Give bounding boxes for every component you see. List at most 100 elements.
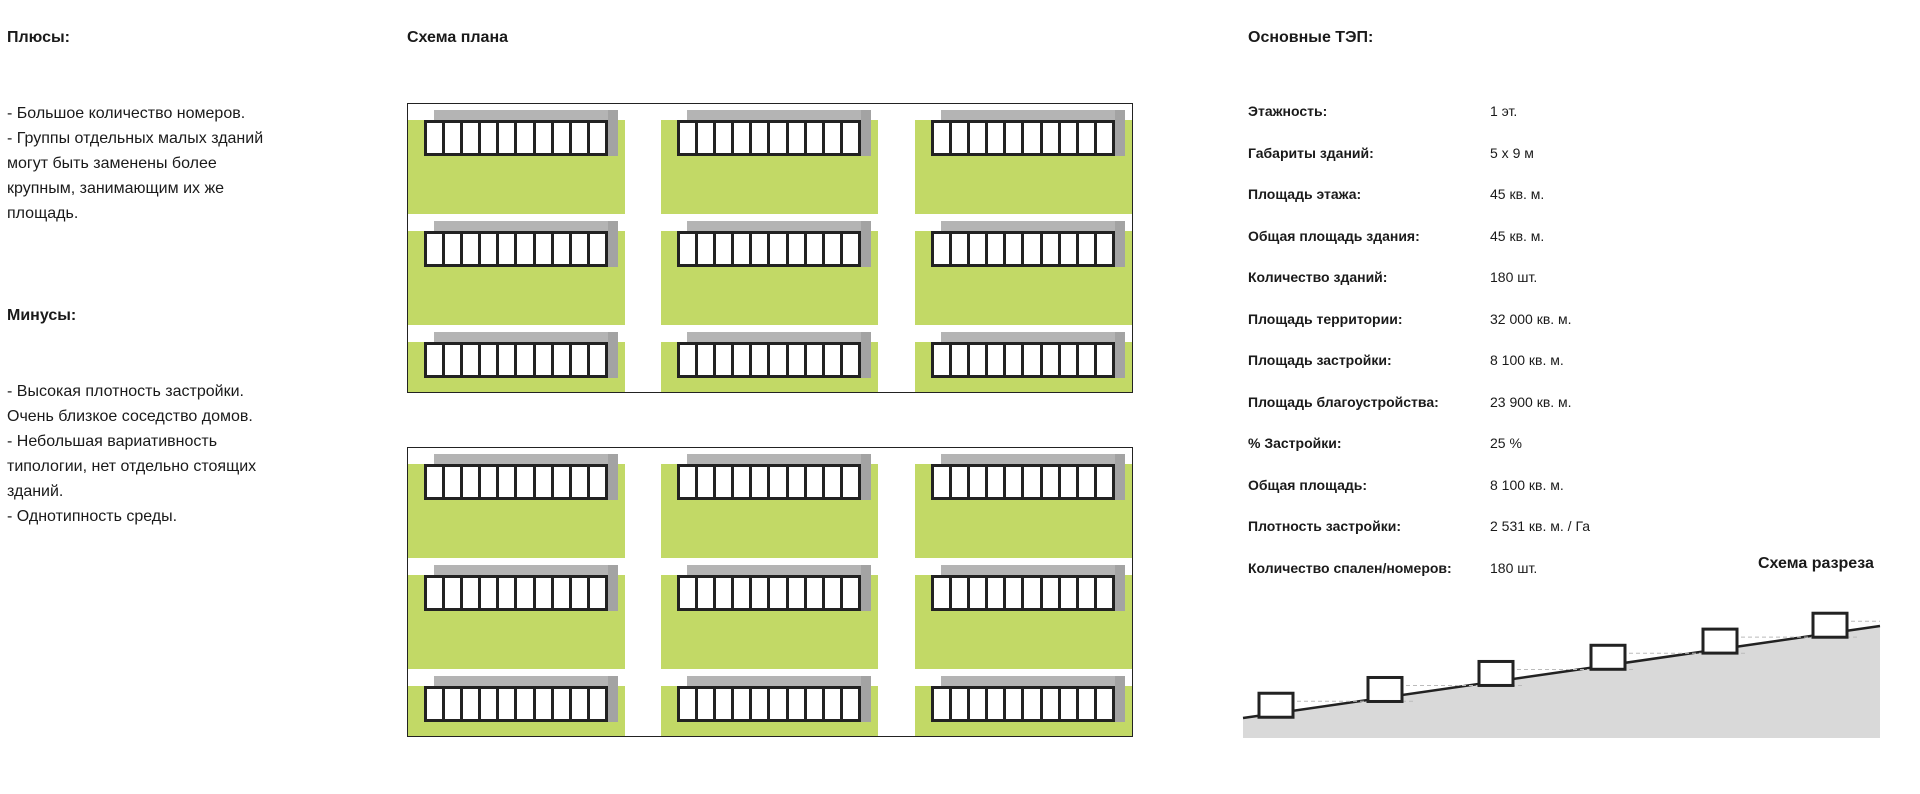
section-house	[1589, 643, 1627, 671]
pros-item: - Группы отдельных малых зданий могут бы…	[7, 130, 264, 222]
section-house	[1257, 691, 1295, 719]
house-unit	[807, 123, 825, 153]
house-unit	[843, 345, 858, 375]
house-unit	[770, 467, 789, 497]
house-body	[677, 231, 861, 267]
cons-item: - Высокая плотность застройки. Очень бли…	[7, 383, 253, 425]
house-unit	[1024, 578, 1043, 608]
house-unit	[554, 689, 572, 719]
house-unit	[770, 234, 789, 264]
house-unit	[427, 578, 446, 608]
house-unit	[1006, 689, 1025, 719]
cons-item: - Однотипность среды.	[7, 508, 178, 525]
house-unit	[445, 123, 464, 153]
house-unit	[463, 578, 482, 608]
house-shadow-side	[861, 565, 871, 611]
house-unit	[1006, 123, 1025, 153]
house-unit	[536, 689, 554, 719]
house-unit	[554, 234, 572, 264]
house-unit	[680, 345, 699, 375]
tep-row: Габариты зданий:5 х 9 м	[1248, 145, 1728, 163]
house-unit	[970, 689, 989, 719]
house-unit	[1079, 123, 1097, 153]
house-unit	[825, 123, 843, 153]
house-unit	[554, 345, 572, 375]
house-body	[424, 464, 608, 500]
house-unit	[934, 578, 953, 608]
house-body	[424, 342, 608, 378]
house-unit	[698, 345, 717, 375]
house-unit	[952, 123, 971, 153]
tep-label: Площадь территории:	[1248, 310, 1403, 327]
house-unit	[698, 467, 717, 497]
house-shadow-side	[861, 454, 871, 500]
house-unit	[1024, 123, 1043, 153]
tep-row: Количество спален/номеров:180 шт.	[1248, 560, 1728, 578]
house-body	[424, 231, 608, 267]
house-unit	[789, 578, 807, 608]
house-unit	[843, 123, 858, 153]
house-unit	[807, 467, 825, 497]
house-body	[931, 342, 1115, 378]
house-unit	[789, 345, 807, 375]
house-unit	[789, 234, 807, 264]
house-unit	[988, 123, 1007, 153]
tep-row: % Застройки: 25 %	[1248, 435, 1728, 453]
house-unit	[952, 234, 971, 264]
house-unit	[1079, 578, 1097, 608]
section-house	[1477, 659, 1515, 687]
house-shadow-side	[861, 332, 871, 378]
house-unit	[445, 578, 464, 608]
house-unit	[499, 467, 518, 497]
house-body	[677, 464, 861, 500]
house-unit	[536, 467, 554, 497]
house-unit	[1006, 345, 1025, 375]
tep-value: 25 %	[1490, 435, 1522, 451]
house-unit	[427, 234, 446, 264]
section-title: Схема разреза	[1758, 555, 1874, 572]
tep-value: 1 эт.	[1490, 103, 1518, 119]
house-body	[931, 575, 1115, 611]
house-unit	[481, 467, 500, 497]
cons-item: - Небольшая вариативность типологии, нет…	[7, 433, 257, 500]
house-unit	[427, 345, 446, 375]
section-slope-line	[1242, 624, 1881, 720]
house-unit	[590, 467, 605, 497]
section-house	[1701, 627, 1739, 655]
house-unit	[752, 578, 771, 608]
house-unit	[789, 123, 807, 153]
tep-row: Площадь благоустройства:23 900 кв. м.	[1248, 394, 1728, 412]
house-unit	[988, 345, 1007, 375]
house-unit	[970, 467, 989, 497]
house-shadow-side	[1115, 110, 1125, 156]
house-body	[677, 575, 861, 611]
house-unit	[843, 578, 858, 608]
house-body	[424, 120, 608, 156]
house-unit	[680, 234, 699, 264]
house-unit	[770, 578, 789, 608]
house-unit	[572, 689, 590, 719]
house-unit	[445, 345, 464, 375]
house-unit	[807, 234, 825, 264]
house-unit	[1024, 689, 1043, 719]
pros-list: - Большое количество номеров. - Группы о…	[7, 101, 297, 226]
tep-label: % Застройки:	[1248, 435, 1342, 451]
house-unit	[789, 467, 807, 497]
house-unit	[445, 234, 464, 264]
house-unit	[752, 345, 771, 375]
house-unit	[1061, 467, 1079, 497]
house-unit	[970, 578, 989, 608]
tep-row: Этажность:1 эт.	[1248, 103, 1728, 121]
house-unit	[843, 467, 858, 497]
house-unit	[843, 689, 858, 719]
house-unit	[752, 689, 771, 719]
tep-value: 45 кв. м.	[1490, 227, 1545, 244]
house-unit	[1097, 578, 1112, 608]
house-shadow-side	[608, 676, 618, 722]
house-unit	[825, 578, 843, 608]
house-unit	[952, 689, 971, 719]
tep-label: Общая площадь здания:	[1248, 227, 1420, 244]
house-unit	[1043, 689, 1061, 719]
house-shadow-side	[861, 676, 871, 722]
house-body	[677, 342, 861, 378]
